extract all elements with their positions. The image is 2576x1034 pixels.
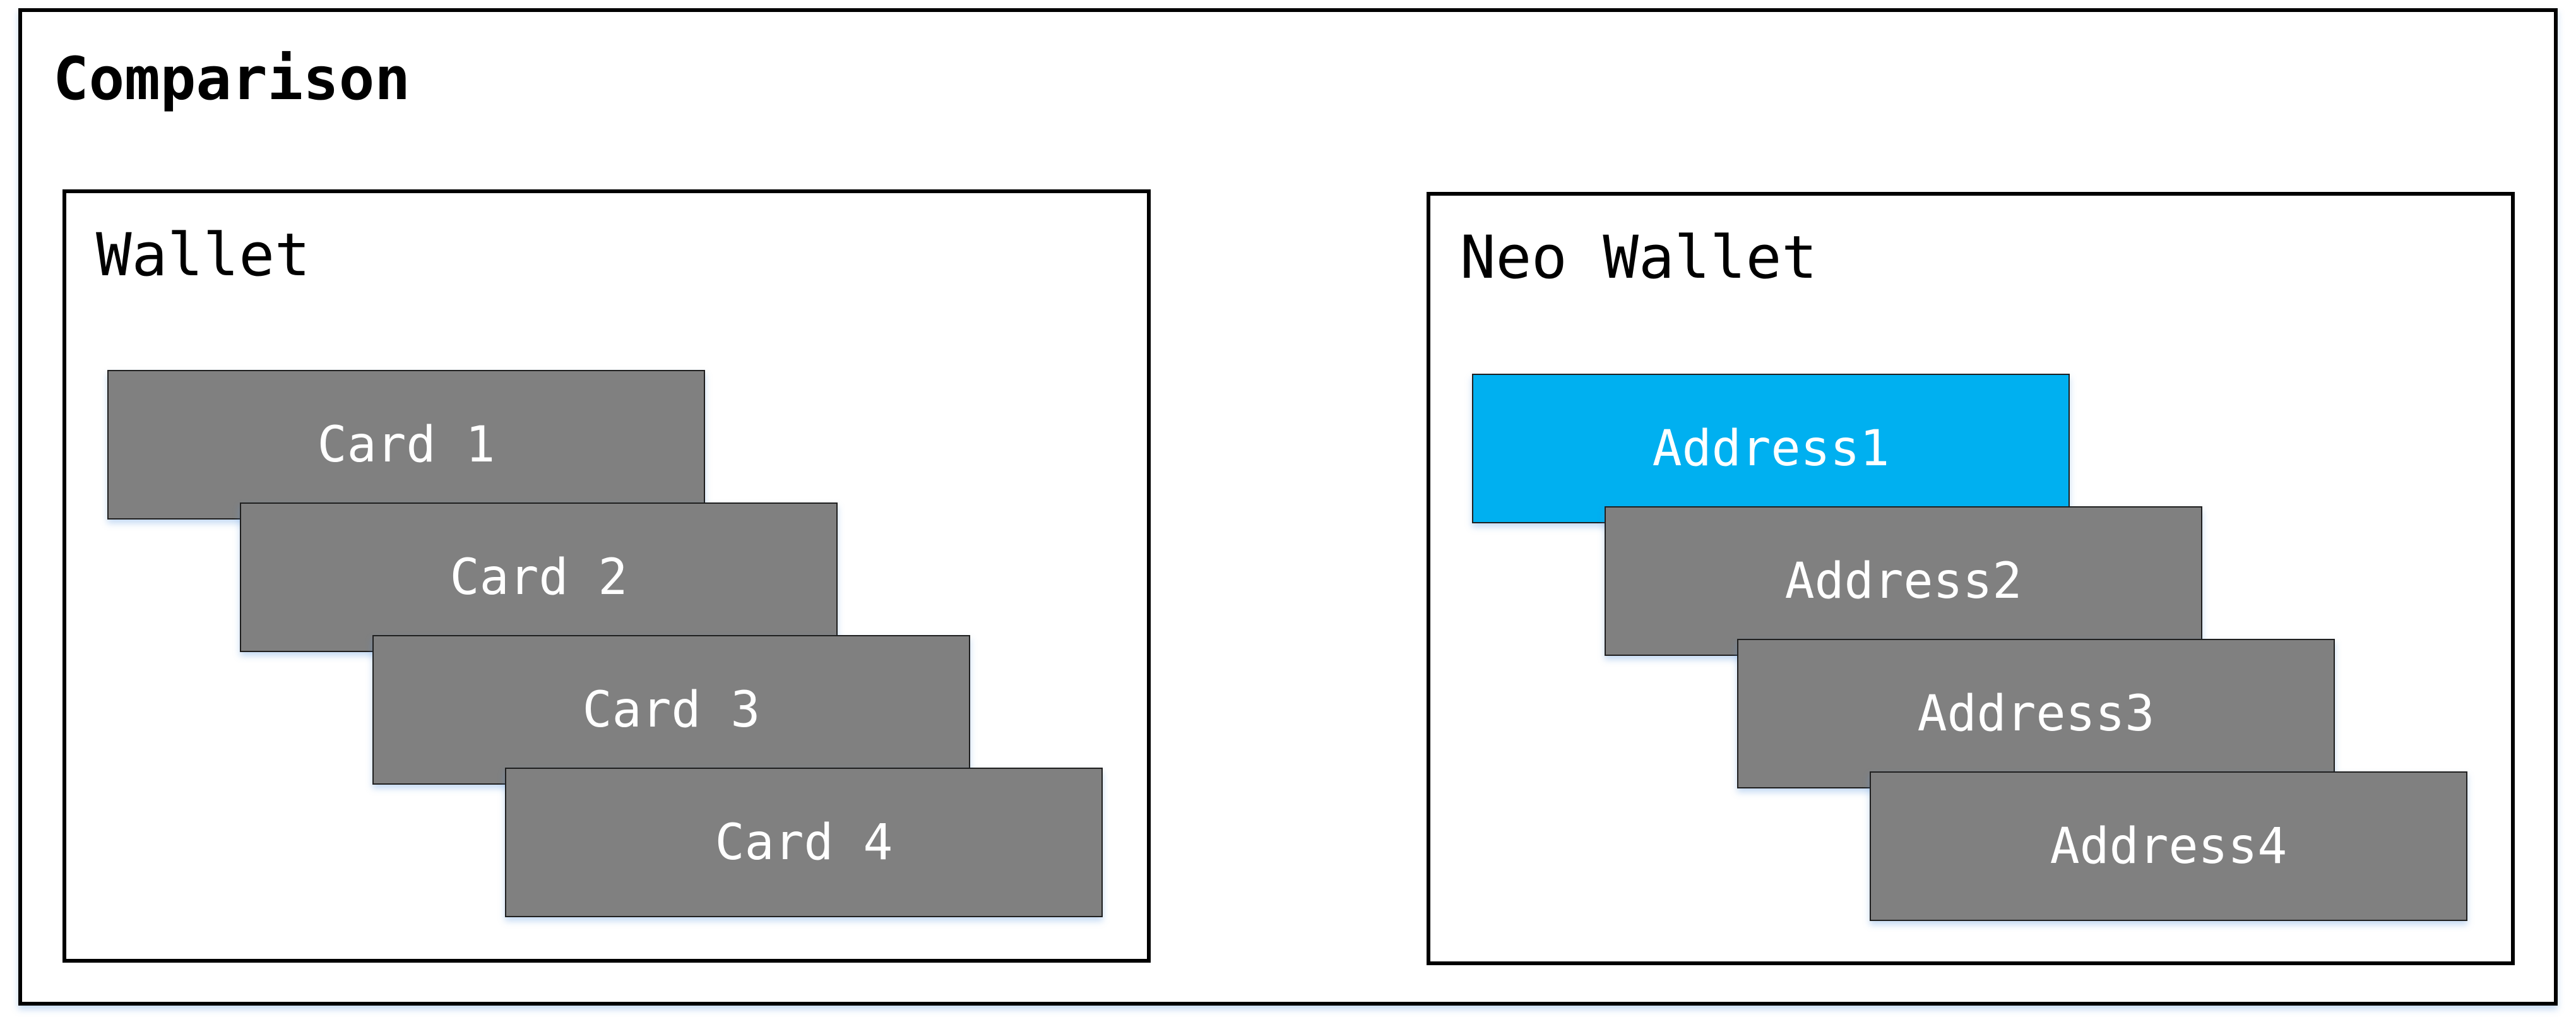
- neo-wallet-panel-title: Neo Wallet: [1460, 223, 1817, 292]
- page-title: Comparison: [53, 45, 410, 114]
- neo-wallet-panel: Neo Wallet Address1 Address2 Address3 Ad…: [1427, 192, 2515, 965]
- address-4: Address4: [1870, 771, 2467, 921]
- address-2: Address2: [1605, 506, 2202, 656]
- comparison-frame: Comparison Wallet Card 1 Card 2 Card 3 C…: [18, 8, 2558, 1006]
- wallet-panel-title: Wallet: [96, 221, 311, 290]
- address-1: Address1: [1472, 374, 2070, 523]
- card-3: Card 3: [372, 635, 970, 785]
- card-4: Card 4: [505, 768, 1103, 917]
- address-3: Address3: [1737, 639, 2335, 788]
- wallet-panel: Wallet Card 1 Card 2 Card 3 Card 4: [62, 189, 1151, 963]
- card-1: Card 1: [107, 370, 705, 520]
- card-2: Card 2: [240, 502, 838, 652]
